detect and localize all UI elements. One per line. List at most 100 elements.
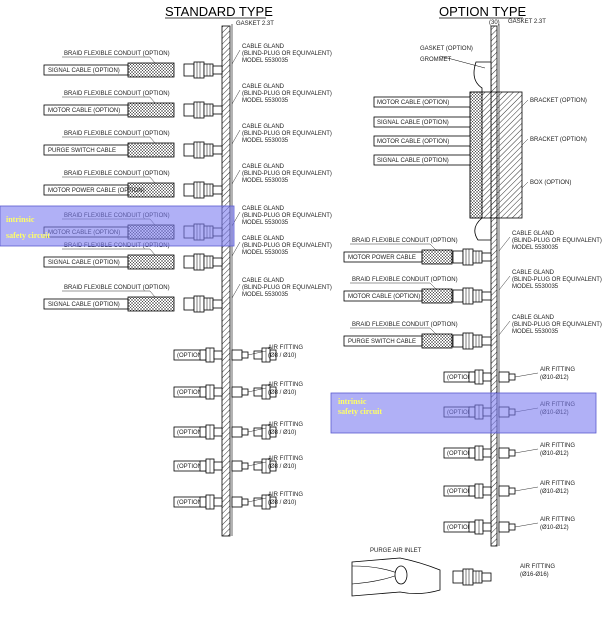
std-cable-label: MOTOR POWER CABLE (OPTION) — [48, 188, 145, 194]
std-cable-label: SIGNAL CABLE (OPTION) — [48, 68, 120, 74]
highlight-line2: safety circuit — [6, 231, 50, 240]
std-gland-label: CABLE GLAND — [242, 84, 285, 90]
opt-gland-label: MODEL 5530035 — [512, 284, 559, 290]
highlight-opt-line1: intrinsic — [338, 397, 367, 406]
purge-air-inlet-label: PURGE AIR INLET — [370, 548, 422, 554]
std-gland-label: MODEL 5530035 — [242, 98, 289, 104]
opt-air-size-label: (Ø10-Ø12) — [540, 489, 569, 495]
opt-cable-label: MOTOR CABLE (OPTION) — [348, 294, 420, 300]
opt-air-fitting: (OPTION) AIR FITTING (Ø10-Ø12) — [443, 481, 575, 499]
opt-gland-label: MODEL 5530035 — [512, 245, 559, 251]
opt-air-fitting: (OPTION) AIR FITTING (Ø10-Ø12) — [443, 443, 575, 461]
std-gland-label: MODEL 5530035 — [242, 138, 289, 144]
std-cable-label: SIGNAL CABLE (OPTION) — [48, 260, 120, 266]
opt-bracket-cable-label: MOTOR CABLE (OPTION) — [377, 100, 449, 106]
opt-gasket2-label: GASKET 2.3T — [508, 19, 546, 25]
opt-bracket-right-label: BRACKET (OPTION) — [530, 137, 587, 143]
opt-conduit-label: BRAID FLEXIBLE CONDUIT (OPTION) — [352, 322, 458, 328]
std-gland-label: CABLE GLAND — [242, 206, 285, 212]
opt-air-size-label: (Ø10-Ø12) — [540, 451, 569, 457]
option-bracket-cables: MOTOR CABLE (OPTION) SIGNAL CABLE (OPTION… — [373, 96, 587, 189]
opt-bracket-cable: MOTOR CABLE (OPTION) — [373, 135, 471, 147]
option-panel-wall — [490, 25, 498, 547]
std-gland-label: (BLIND-PLUG OR EQUIVALENT) — [242, 213, 332, 219]
opt-gland-row: BRAID FLEXIBLE CONDUIT (OPTION)MOTOR CAB… — [343, 270, 602, 305]
std-gland-label: MODEL 5530035 — [242, 58, 289, 64]
std-gland-label: (BLIND-PLUG OR EQUIVALENT) — [242, 91, 332, 97]
std-gland-row: BRAID FLEXIBLE CONDUIT (OPTION) MOTOR POW… — [43, 164, 332, 199]
intrinsic-safety-highlight-option — [330, 392, 597, 434]
std-gland-label: (BLIND-PLUG OR EQUIVALENT) — [242, 131, 332, 137]
std-conduit-label: BRAID FLEXIBLE CONDUIT (OPTION) — [64, 131, 170, 137]
opt-gland-label: (BLIND-PLUG OR EQUIVALENT) — [512, 277, 602, 283]
std-air-fitting-label: AIR FITTING — [268, 382, 303, 388]
opt-conduit-label: BRAID FLEXIBLE CONDUIT (OPTION) — [352, 238, 458, 244]
option-gland-rows: BRAID FLEXIBLE CONDUIT (OPTION) MOTOR POW… — [343, 231, 602, 350]
opt-bracket-cable-label: SIGNAL CABLE (OPTION) — [377, 120, 449, 126]
opt-air-size-label: (Ø10-Ø12) — [540, 525, 569, 531]
intrinsic-safety-highlight-standard — [0, 205, 235, 247]
standard-air-fittings: (OPTION) AIR FITTING (Ø8 / Ø10) (OPTION) AIR… — [173, 345, 303, 510]
std-gland-row: BRAID FLEXIBLE CONDUIT (OPTION) MOTOR CAB… — [43, 84, 332, 119]
std-air-fitting-label: AIR FITTING — [268, 492, 303, 498]
opt-bracket-cable: SIGNAL CABLE (OPTION) — [373, 154, 471, 166]
opt-dim-label: (30) — [489, 20, 500, 26]
std-air-fitting-label: AIR FITTING — [268, 345, 303, 351]
std-air-fitting: (OPTION)AIR FITTING(Ø8 / Ø10) — [173, 456, 303, 474]
standard-panel-wall — [221, 25, 231, 537]
standard-type-title: STANDARD TYPE — [165, 4, 273, 19]
option-panel — [469, 24, 523, 547]
std-air-fitting: (OPTION)AIR FITTING(Ø8 / Ø10) — [173, 382, 303, 400]
opt-gasket-label: GASKET (OPTION) — [420, 46, 473, 52]
purge-fitting-label: AIR FITTING — [520, 564, 555, 570]
std-gland-label: MODEL 5530035 — [242, 220, 289, 226]
std-gland-row: BRAID FLEXIBLE CONDUIT (OPTION)SIGNAL CA… — [43, 278, 332, 313]
opt-gland-label: MODEL 5530035 — [512, 329, 559, 335]
opt-cable-label: PURGE SWITCH CABLE — [348, 339, 416, 345]
opt-gland-label: CABLE GLAND — [512, 231, 555, 237]
std-air-size-label: (Ø8 / Ø10) — [268, 353, 296, 359]
std-conduit-label: BRAID FLEXIBLE CONDUIT (OPTION) — [64, 91, 170, 97]
opt-air-fitting-label: AIR FITTING — [540, 443, 575, 449]
std-gland-label: (BLIND-PLUG OR EQUIVALENT) — [242, 243, 332, 249]
opt-gland-label: CABLE GLAND — [512, 270, 555, 276]
std-air-fitting: (OPTION) AIR FITTING (Ø8 / Ø10) — [173, 345, 303, 363]
option-bracket-box — [481, 91, 523, 219]
opt-grommet-label: GROMMET — [420, 57, 452, 63]
opt-air-size-label: (Ø10-Ø12) — [540, 375, 569, 381]
std-gasket-label: GASKET 2.3T — [236, 21, 274, 27]
opt-gland-label: (BLIND-PLUG OR EQUIVALENT) — [512, 322, 602, 328]
std-air-size-label: (Ø8 / Ø10) — [268, 464, 296, 470]
opt-cable-label: MOTOR POWER CABLE — [348, 255, 416, 261]
highlight-opt-line2: safety circuit — [338, 407, 382, 416]
std-air-option-label: (OPTION) — [177, 353, 204, 359]
std-air-option-label: (OPTION) — [177, 430, 204, 436]
option-type-title: OPTION TYPE — [439, 4, 526, 19]
std-cable-label: PURGE SWITCH CABLE — [48, 148, 116, 154]
std-conduit-label: BRAID FLEXIBLE CONDUIT (OPTION) — [64, 171, 170, 177]
opt-air-fitting-label: AIR FITTING — [540, 517, 575, 523]
option-air-fittings: (OPTION) AIR FITTING (Ø10-Ø12) (OPTION) AIR … — [443, 367, 575, 535]
purge-air-inlet — [351, 557, 492, 597]
standard-gland-rows: BRAID FLEXIBLE CONDUIT (OPTION) SIGNAL CA… — [43, 44, 332, 313]
std-air-size-label: (Ø8 / Ø10) — [268, 500, 296, 506]
opt-air-fitting: (OPTION)AIR FITTING(Ø10-Ø12) — [443, 517, 575, 535]
opt-air-option-label: (OPTION) — [447, 489, 474, 495]
opt-gland-row: BRAID FLEXIBLE CONDUIT (OPTION) MOTOR POW… — [343, 231, 602, 266]
std-cable-label: MOTOR CABLE (OPTION) — [48, 108, 120, 114]
std-gland-label: MODEL 5530035 — [242, 178, 289, 184]
opt-air-option-label: (OPTION) — [447, 375, 474, 381]
std-gland-row: BRAID FLEXIBLE CONDUIT (OPTION)SIGNAL CA… — [43, 44, 332, 79]
std-gland-label: CABLE GLAND — [242, 164, 285, 170]
opt-gland-label: (BLIND-PLUG OR EQUIVALENT) — [512, 238, 602, 244]
opt-gland-row: BRAID FLEXIBLE CONDUIT (OPTION) PURGE SWI… — [343, 315, 602, 350]
highlight-line1: intrinsic — [6, 215, 35, 224]
std-gland-label: CABLE GLAND — [242, 44, 285, 50]
std-air-option-label: (OPTION) — [177, 500, 204, 506]
opt-air-option-label: (OPTION) — [447, 451, 474, 457]
opt-air-fitting: (OPTION)AIR FITTING(Ø10-Ø12) — [443, 367, 575, 385]
opt-air-fitting-label: AIR FITTING — [540, 481, 575, 487]
opt-gland-label: CABLE GLAND — [512, 315, 555, 321]
std-air-fitting-label: AIR FITTING — [268, 422, 303, 428]
purge-fitting-size: (Ø16-Ø16) — [520, 572, 549, 578]
